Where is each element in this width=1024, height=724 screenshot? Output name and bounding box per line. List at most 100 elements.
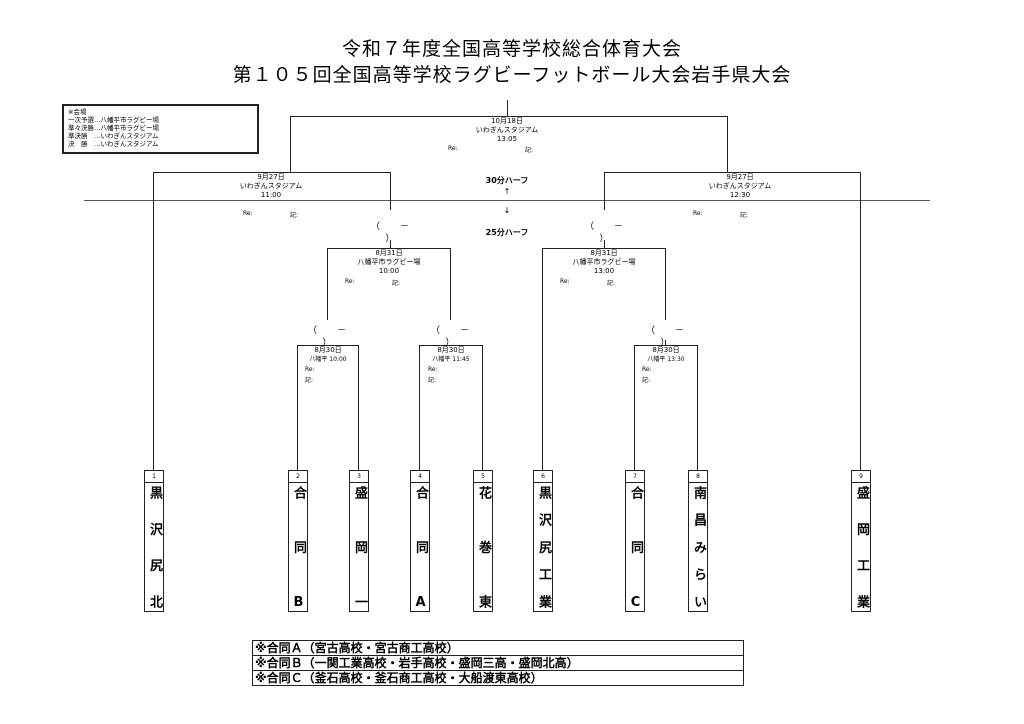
title-line-2: 第１０５回全国高等学校ラグビーフットボール大会岩手県大会 bbox=[232, 64, 792, 86]
match-date: 9月27日 bbox=[257, 173, 285, 181]
team-number: 7 bbox=[626, 471, 644, 483]
referee-label: Re: bbox=[345, 278, 355, 285]
recorder-label: 記: bbox=[392, 280, 401, 287]
divider-line bbox=[84, 200, 930, 201]
legend-line: 準決勝 …いわぎんスタジアム bbox=[68, 132, 159, 140]
recorder-label: 記: bbox=[607, 280, 616, 287]
bracket-line bbox=[604, 240, 605, 248]
match-venue-time: 八幡平 13:30 bbox=[647, 356, 685, 363]
match-venue: 八幡平市ラグビー場 bbox=[357, 258, 421, 266]
recorder-label: 記: bbox=[740, 212, 749, 219]
venue-legend: ※会場 一次予選…八幡平市ラグビー場 準々決勝…八幡平市ラグビー場 準決勝 …い… bbox=[62, 104, 259, 154]
match-date: 8月31日 bbox=[375, 249, 403, 257]
bracket-line bbox=[419, 345, 483, 346]
note-line: ※合同Ｃ（釜石高校・釜石商工高校・大船渡東高校） bbox=[255, 671, 543, 685]
team-box: 2 合同B bbox=[288, 470, 308, 612]
team-name: 南昌みらい bbox=[691, 486, 706, 612]
match-venue: 八幡平市ラグビー場 bbox=[572, 258, 636, 266]
note-line: ※合同Ｂ（一関工業高校・岩手高校・盛岡三高・盛岡北高） bbox=[253, 656, 743, 671]
match-venue: いわぎんスタジアム bbox=[708, 182, 772, 190]
match-time: 11:00 bbox=[260, 191, 282, 199]
match-time: 13:00 bbox=[593, 267, 615, 275]
match-date: 9月27日 bbox=[726, 173, 754, 181]
first-round-info: 8月30日 八幡平 10:00 bbox=[298, 346, 358, 364]
team-name: 黒沢尻北 bbox=[147, 486, 162, 612]
bracket-line bbox=[482, 345, 483, 470]
team-box: 9 盛岡工業 bbox=[851, 470, 871, 612]
semi-info: 9月27日 いわぎんスタジアム 12:30 bbox=[680, 173, 800, 200]
recorder-label: 記: bbox=[525, 147, 534, 154]
team-number: 3 bbox=[350, 471, 368, 483]
first-round-info: 8月30日 八幡平 11:45 bbox=[420, 346, 482, 364]
bracket-line bbox=[727, 116, 728, 172]
bracket-line bbox=[604, 172, 605, 210]
team-name: 合同A bbox=[413, 486, 428, 612]
bracket-line bbox=[450, 248, 451, 320]
title-line-1: 令和７年度全国高等学校総合体育大会 bbox=[341, 38, 682, 60]
score-placeholder: （－） bbox=[584, 221, 624, 244]
match-time: 13:05 bbox=[496, 135, 518, 143]
team-name: 盛岡一 bbox=[352, 486, 367, 612]
match-time: 10:00 bbox=[378, 267, 400, 275]
bracket-line bbox=[634, 345, 635, 470]
bracket-line bbox=[542, 248, 543, 470]
recorder-label: 記: bbox=[290, 212, 299, 219]
bracket-line bbox=[860, 172, 861, 470]
team-number: 5 bbox=[474, 471, 492, 483]
bracket-line bbox=[697, 345, 698, 470]
team-number: 4 bbox=[411, 471, 429, 483]
team-name: 花巻東 bbox=[476, 486, 491, 612]
team-box: 1 黒沢尻北 bbox=[144, 470, 164, 612]
team-number: 6 bbox=[534, 471, 552, 483]
team-number: 8 bbox=[689, 471, 707, 483]
referee-label: Re: bbox=[428, 366, 438, 373]
team-box: 3 盛岡一 bbox=[349, 470, 369, 612]
match-date: 8月30日 bbox=[314, 346, 342, 354]
arrow-down-icon: ↓ bbox=[503, 206, 511, 215]
bracket-line bbox=[327, 248, 451, 249]
referee-label: Re: bbox=[642, 366, 652, 373]
half-30-label: 30分ハーフ bbox=[485, 176, 529, 185]
bracket-line bbox=[153, 172, 154, 470]
team-number: 2 bbox=[289, 471, 307, 483]
bracket-line bbox=[419, 345, 420, 470]
match-time: 12:30 bbox=[729, 191, 751, 199]
match-date: 8月31日 bbox=[590, 249, 618, 257]
team-number: 9 bbox=[852, 471, 870, 483]
recorder-label: 記: bbox=[428, 377, 437, 384]
legend-line: 決 勝 …いわぎんスタジアム bbox=[68, 140, 159, 148]
team-name: 合同B bbox=[291, 486, 306, 612]
team-name: 盛岡工業 bbox=[854, 486, 869, 612]
first-round-info: 8月30日 八幡平 13:30 bbox=[635, 346, 697, 364]
bracket-line bbox=[542, 248, 666, 249]
bracket-line bbox=[297, 345, 298, 470]
legend-line: 準々決勝…八幡平市ラグビー場 bbox=[68, 124, 159, 132]
team-box: 5 花巻東 bbox=[473, 470, 493, 612]
bracket-line bbox=[665, 248, 666, 320]
match-date: 10月18日 bbox=[491, 117, 523, 125]
team-box: 8 南昌みらい bbox=[688, 470, 708, 612]
quarter-info: 8月31日 八幡平市ラグビー場 10:00 bbox=[329, 249, 449, 276]
team-box: 4 合同A bbox=[410, 470, 430, 612]
bracket-line bbox=[507, 100, 508, 116]
team-name: 合同C bbox=[628, 486, 643, 612]
bracket-line bbox=[358, 345, 359, 470]
match-date: 8月30日 bbox=[437, 346, 465, 354]
referee-label: Re: bbox=[448, 145, 458, 152]
bracket-line bbox=[297, 345, 359, 346]
quarter-info: 8月31日 八幡平市ラグビー場 13:00 bbox=[544, 249, 664, 276]
referee-label: Re: bbox=[243, 210, 253, 217]
recorder-label: 記: bbox=[305, 377, 314, 384]
score-placeholder: （－） bbox=[645, 325, 685, 348]
team-number: 1 bbox=[145, 471, 163, 483]
referee-label: Re: bbox=[305, 366, 315, 373]
joint-team-notes: ※合同Ａ（宮古高校・宮古商工高校） ※合同Ｂ（一関工業高校・岩手高校・盛岡三高・… bbox=[252, 640, 744, 686]
referee-label: Re: bbox=[693, 210, 703, 217]
bracket-line bbox=[390, 172, 391, 210]
note-line: ※合同Ａ（宮古高校・宮古商工高校） bbox=[253, 641, 743, 656]
bracket-line bbox=[327, 248, 328, 320]
bracket-line bbox=[634, 345, 698, 346]
team-box: 7 合同C bbox=[625, 470, 645, 612]
